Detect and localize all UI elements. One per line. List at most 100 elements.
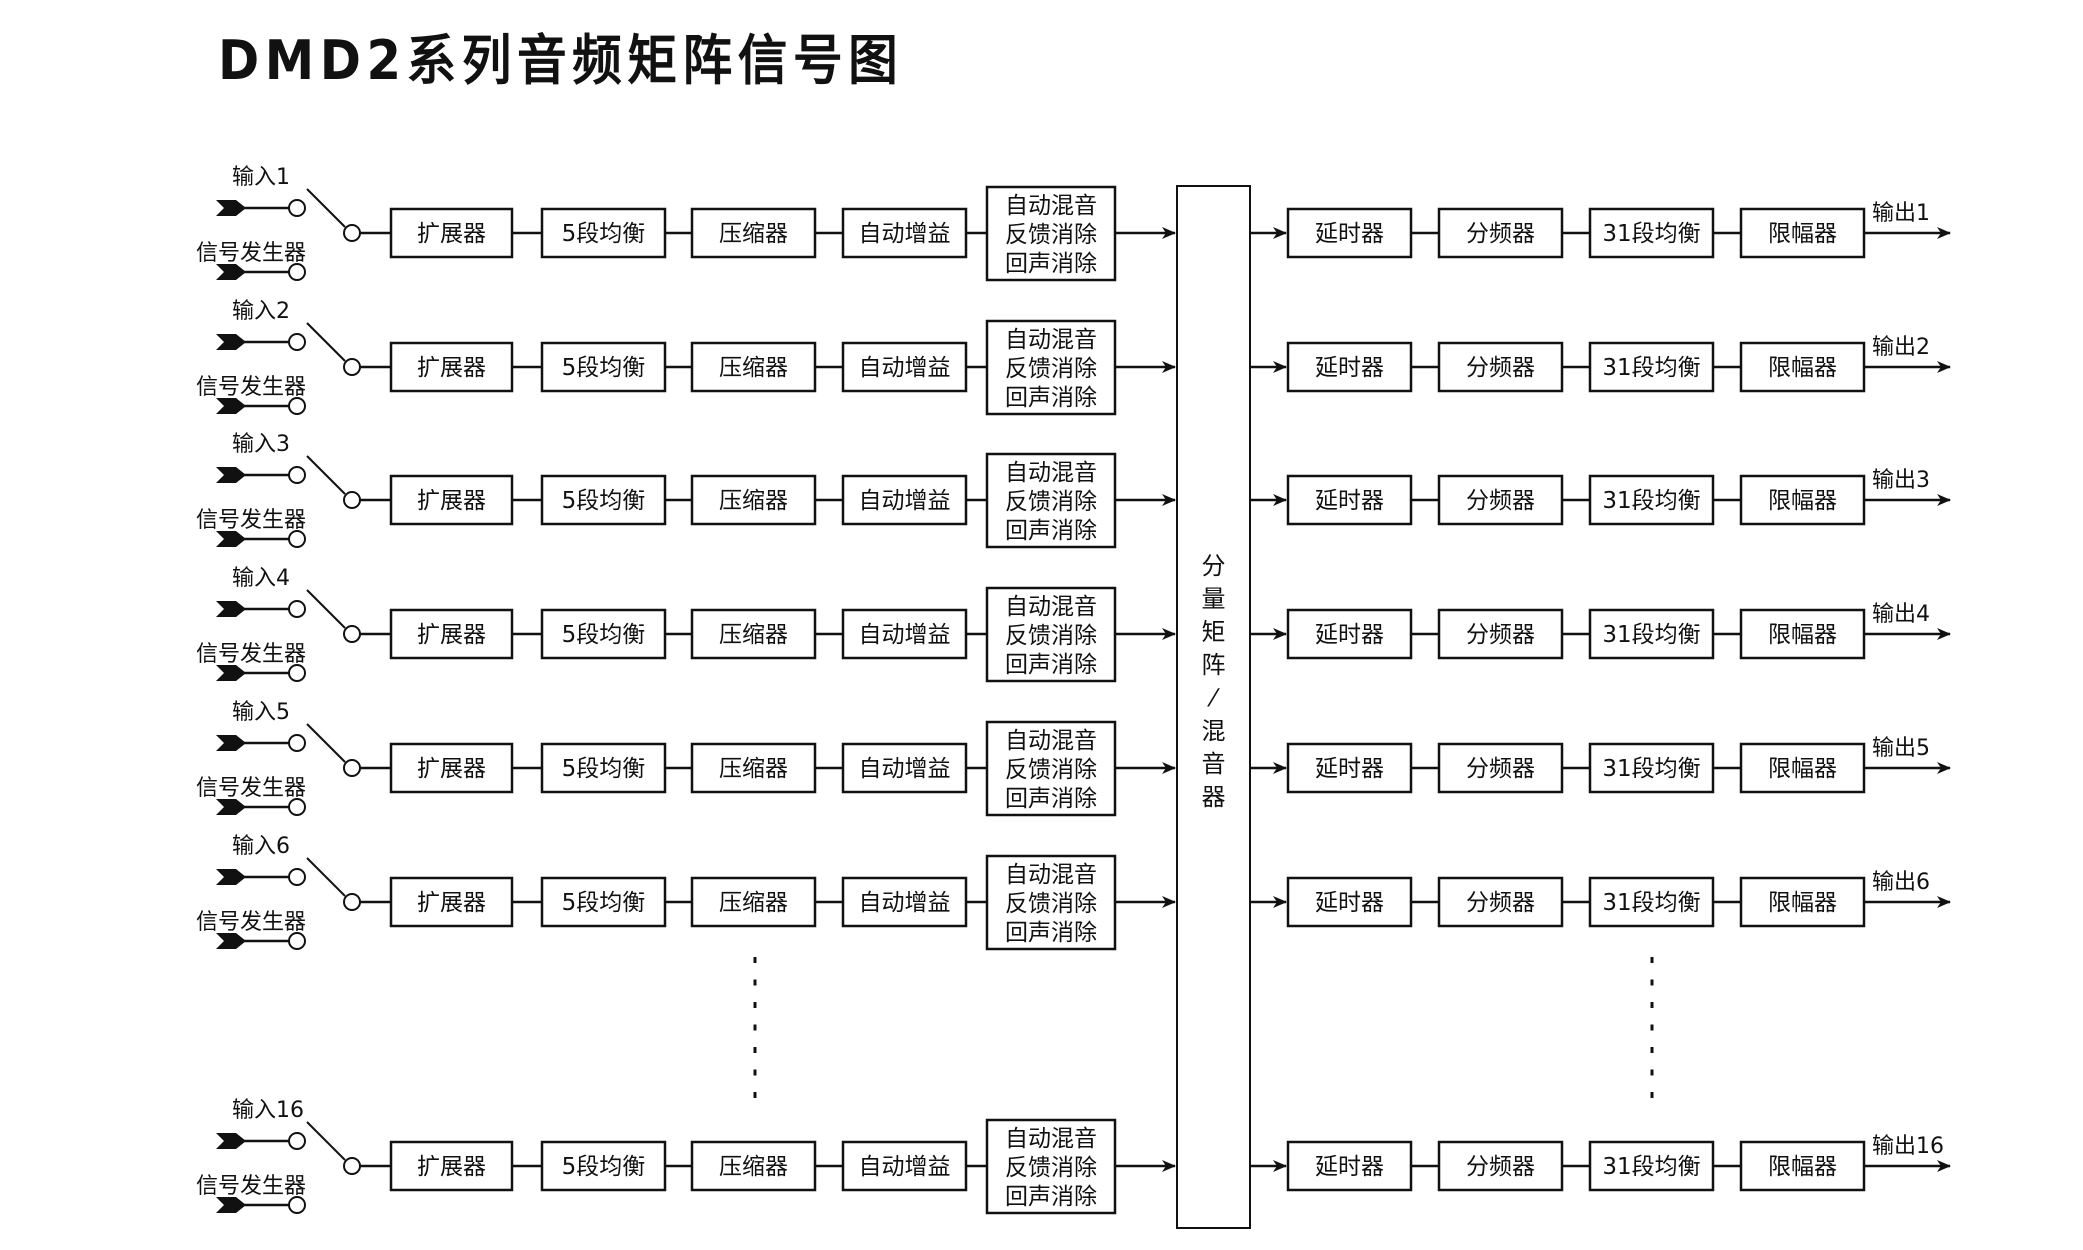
aec-label-line: 自动混音 [1005,193,1097,219]
block-label: 5段均衡 [562,221,646,247]
aec-label-line: 反馈消除 [1005,623,1097,649]
processing-block[interactable]: 自动增益 [841,341,968,393]
processing-block[interactable]: 自动增益 [841,876,968,928]
processing-block[interactable]: 自动增益 [841,474,968,526]
processing-block[interactable]: 扩展器 [389,876,514,928]
page-title: DMD2系列音频矩阵信号图 [218,29,904,92]
aec-label-line: 自动混音 [1005,728,1097,754]
processing-block[interactable]: 31段均衡 [1588,1140,1715,1192]
input-selector-switch[interactable] [306,1121,391,1175]
processing-block[interactable]: 分频器 [1437,608,1564,660]
input-selector-switch[interactable] [306,322,391,376]
processing-block[interactable]: 压缩器 [690,341,817,393]
processing-block[interactable]: 延时器 [1286,1140,1413,1192]
processing-block[interactable]: 限幅器 [1739,207,1866,259]
processing-block[interactable]: 延时器 [1286,207,1413,259]
block-label: 限幅器 [1768,221,1837,247]
processing-block[interactable]: 延时器 [1286,742,1413,794]
processing-block[interactable]: 限幅器 [1739,742,1866,794]
processing-block[interactable]: 5段均衡 [540,207,667,259]
processing-block[interactable]: 限幅器 [1739,1140,1866,1192]
processing-block[interactable]: 延时器 [1286,608,1413,660]
processing-block[interactable]: 压缩器 [690,1140,817,1192]
ellipsis-dot [1650,979,1654,986]
processing-block[interactable]: 31段均衡 [1588,608,1715,660]
processing-block[interactable]: 5段均衡 [540,1140,667,1192]
block-label: 限幅器 [1768,488,1837,514]
input-label: 输入1 [232,165,290,190]
input-label: 输入16 [232,1098,304,1123]
processing-block[interactable]: 扩展器 [389,1140,514,1192]
input-label: 输入3 [232,432,290,457]
aec-label-line: 回声消除 [1005,920,1097,946]
output-label: 输出4 [1872,602,1930,627]
processing-block[interactable]: 延时器 [1286,876,1413,928]
processing-block[interactable]: 自动增益 [841,742,968,794]
block-label: 限幅器 [1768,355,1837,381]
processing-block[interactable]: 自动增益 [841,608,968,660]
processing-block[interactable]: 压缩器 [690,474,817,526]
processing-block[interactable]: 分频器 [1437,341,1564,393]
processing-block[interactable]: 分频器 [1437,207,1564,259]
processing-block[interactable]: 自动增益 [841,1140,968,1192]
processing-block[interactable]: 限幅器 [1739,341,1866,393]
block-label: 延时器 [1315,622,1384,648]
processing-block[interactable]: 31段均衡 [1588,742,1715,794]
processing-block[interactable]: 分频器 [1437,876,1564,928]
processing-block[interactable]: 分频器 [1437,742,1564,794]
processing-block[interactable]: 限幅器 [1739,608,1866,660]
block-label: 压缩器 [719,756,788,782]
processing-block[interactable]: 分频器 [1437,1140,1564,1192]
processing-block[interactable]: 5段均衡 [540,341,667,393]
processing-block[interactable]: 压缩器 [690,608,817,660]
processing-block[interactable]: 压缩器 [690,207,817,259]
matrix-label-char: 阵 [1202,651,1226,679]
processing-block[interactable]: 5段均衡 [540,742,667,794]
processing-block[interactable]: 扩展器 [389,742,514,794]
processing-block[interactable]: 5段均衡 [540,876,667,928]
processing-block[interactable]: 自动增益 [841,207,968,259]
input-label: 输入2 [232,299,290,324]
processing-block[interactable]: 扩展器 [389,207,514,259]
processing-block[interactable]: 压缩器 [690,742,817,794]
processing-block[interactable]: 延时器 [1286,341,1413,393]
processing-block[interactable]: 限幅器 [1739,876,1866,928]
processing-block[interactable]: 延时器 [1286,474,1413,526]
input-selector-switch[interactable] [306,589,391,643]
input-selector-switch[interactable] [306,188,391,242]
block-label: 延时器 [1315,756,1384,782]
block-label: 限幅器 [1768,756,1837,782]
processing-block[interactable]: 分频器 [1437,474,1564,526]
processing-block[interactable]: 5段均衡 [540,608,667,660]
processing-block[interactable]: 31段均衡 [1588,341,1715,393]
generator-jack-icon [216,1196,306,1214]
signal-generator-label: 信号发生器 [196,241,306,266]
input-selector-switch[interactable] [306,455,391,509]
processing-block[interactable]: 限幅器 [1739,474,1866,526]
processing-block[interactable]: 31段均衡 [1588,876,1715,928]
processing-block[interactable]: 扩展器 [389,608,514,660]
input-selector-switch[interactable] [306,723,391,777]
signal-generator-label: 信号发生器 [196,910,306,935]
processing-block[interactable]: 5段均衡 [540,474,667,526]
processing-block[interactable]: 31段均衡 [1588,474,1715,526]
signal-generator-label: 信号发生器 [196,1174,306,1199]
block-label: 5段均衡 [562,355,646,381]
input-selector-switch[interactable] [306,857,391,911]
processing-block[interactable]: 31段均衡 [1588,207,1715,259]
processing-block[interactable]: 压缩器 [690,876,817,928]
aec-label-line: 反馈消除 [1005,356,1097,382]
block-label: 自动增益 [859,355,951,381]
block-label: 5段均衡 [562,622,646,648]
processing-block[interactable]: 扩展器 [389,474,514,526]
input-jack-icon [216,734,306,752]
processing-block[interactable]: 扩展器 [389,341,514,393]
